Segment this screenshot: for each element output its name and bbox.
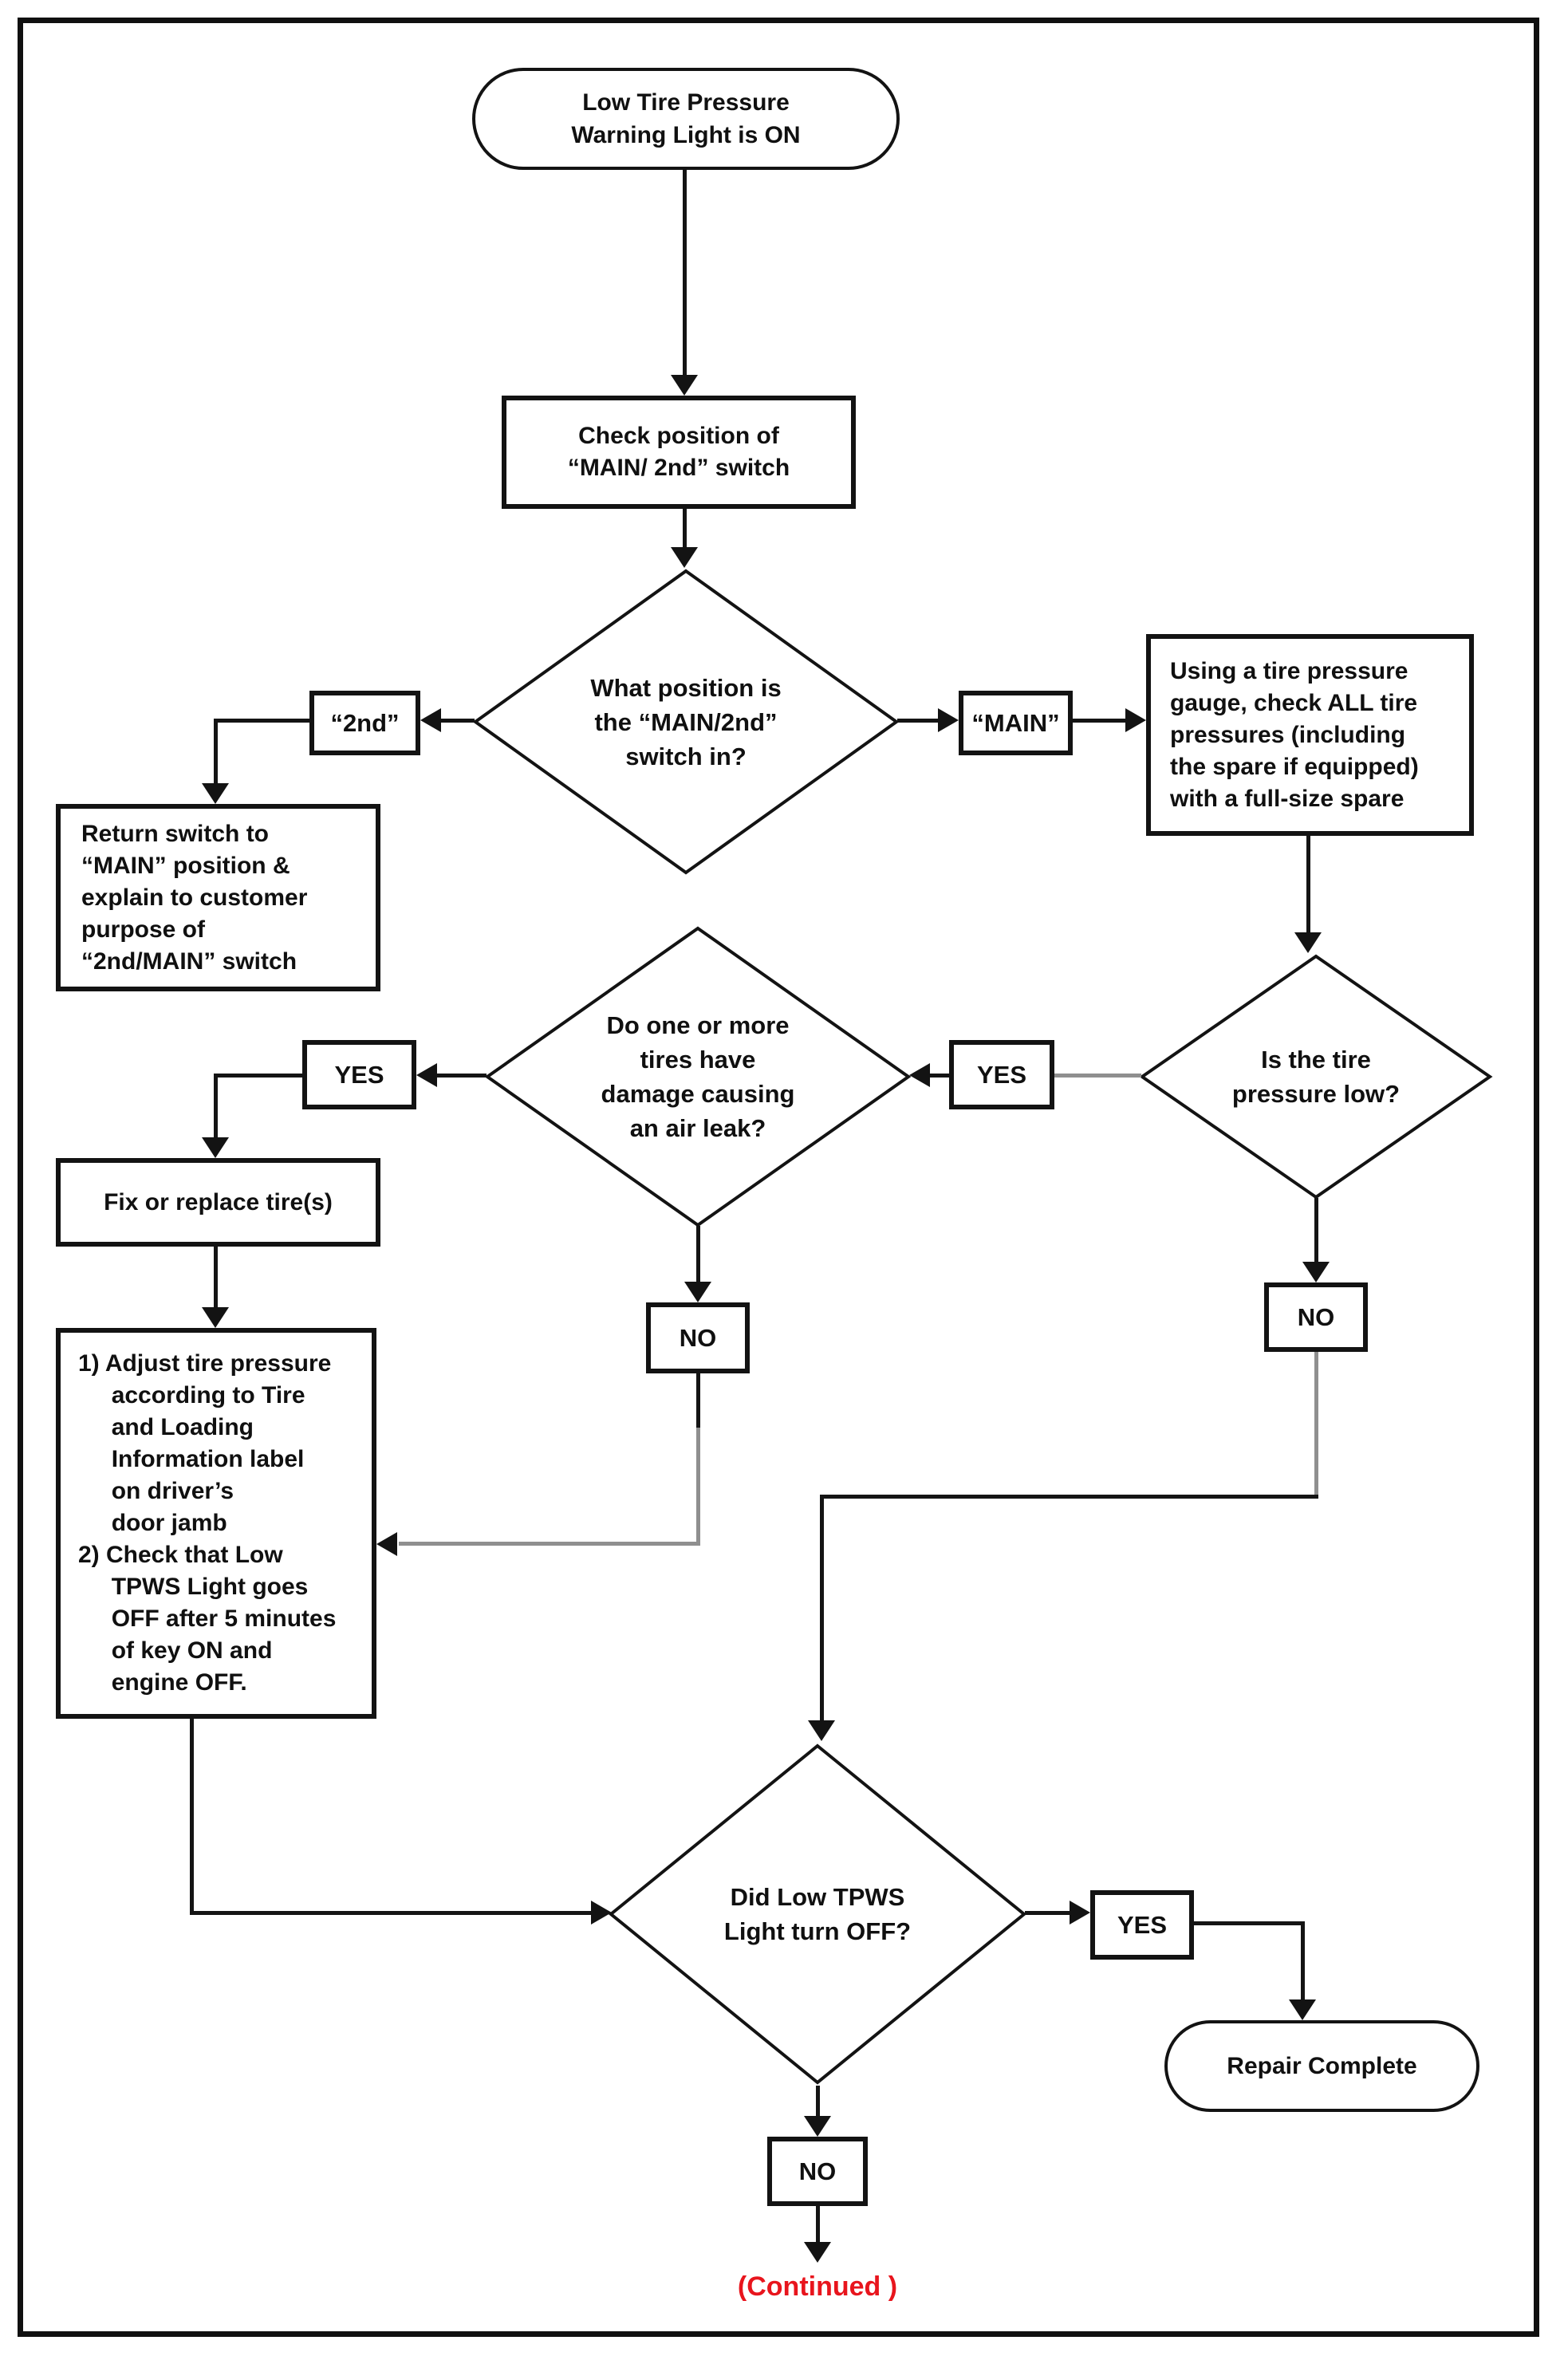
diamond-shape <box>608 1743 1027 2085</box>
connector-yes3-v <box>1301 1921 1305 2001</box>
arrowhead-no2-tpws <box>808 1720 835 1741</box>
node-gauge-check-box: Using a tire pressure gauge, check ALL t… <box>1146 634 1474 836</box>
connector-no2-v2 <box>820 1495 824 1722</box>
connector-check-diamond <box>683 509 687 550</box>
node-repair-complete-oval: Repair Complete <box>1164 2020 1479 2112</box>
arrowhead-check-diamond <box>671 547 698 568</box>
arrowhead-tpws-yes <box>1070 1901 1090 1925</box>
node-fix-tires-box: Fix or replace tire(s) <box>56 1158 380 1247</box>
arrowhead-yes2-damage <box>909 1063 930 1087</box>
node-yes-3-box: YES <box>1090 1890 1194 1960</box>
connector-damage-yes <box>437 1074 487 1078</box>
connector-yes2-damage <box>930 1074 949 1078</box>
connector-no1-h-gray <box>399 1542 700 1546</box>
continued-label: (Continued ) <box>737 2271 898 2302</box>
connector-pressure-yes <box>1054 1074 1141 1078</box>
node-no-3-box: NO <box>767 2137 868 2206</box>
connector-fix-adjust <box>214 1247 218 1309</box>
arrowhead-pressure-no <box>1302 1262 1330 1282</box>
arrowhead-gauge-pressure <box>1294 932 1322 953</box>
node-main-box: “MAIN” <box>959 691 1073 755</box>
node-no-1-box: NO <box>646 1302 750 1373</box>
connector-yes1-elbow-h <box>215 1074 302 1078</box>
connector-no1-v-gray <box>696 1428 700 1546</box>
connector-2nd-elbow-v <box>214 719 218 785</box>
connector-adjust-h <box>190 1911 591 1915</box>
arrowhead-yes3-repair <box>1289 1999 1316 2020</box>
arrowhead-damage-no <box>684 1282 711 1302</box>
connector-no1-v-black <box>696 1373 700 1428</box>
connector-yes3-h <box>1194 1921 1304 1925</box>
node-check-switch-box: Check position of “MAIN/ 2nd” switch <box>502 396 856 509</box>
arrowhead-adjust-tpws <box>591 1901 612 1925</box>
arrowhead-no3-continued <box>804 2242 831 2263</box>
diamond-shape <box>472 569 900 875</box>
connector-diamond-2nd <box>441 719 475 723</box>
arrowhead-diamond-2nd <box>420 708 441 732</box>
node-yes-1-box: YES <box>302 1040 416 1109</box>
arrowhead-damage-yes <box>416 1063 437 1087</box>
connector-damage-no <box>696 1226 700 1283</box>
arrowhead-main-gauge <box>1125 708 1146 732</box>
diamond-shape <box>1139 954 1493 1200</box>
diamond-shape <box>484 926 912 1227</box>
node-pressure-low-diamond: Is the tire pressure low? <box>1139 953 1493 1200</box>
connector-tpws-no <box>816 2086 820 2118</box>
arrowhead-tpws-no <box>804 2116 831 2137</box>
arrowhead-yes1-fix <box>202 1137 229 1158</box>
connector-2nd-elbow-h <box>215 719 309 723</box>
node-adjust-steps-box: 1) Adjust tire pressure according to Tir… <box>56 1328 376 1719</box>
arrowhead-no1-adjust <box>376 1532 397 1556</box>
node-return-switch-box: Return switch to “MAIN” position & expla… <box>56 804 380 991</box>
arrowhead-2nd-return <box>202 783 229 804</box>
switch-position-label: What position is the “MAIN/2nd” switch i… <box>590 673 782 770</box>
node-damage-diamond: Do one or more tires have damage causing… <box>484 925 912 1228</box>
connector-tpws-yes <box>1025 1911 1070 1915</box>
connector-pressure-no <box>1314 1198 1318 1263</box>
arrowhead-fix-adjust <box>202 1307 229 1328</box>
page-border <box>18 18 1539 2337</box>
connector-no2-h <box>820 1495 1318 1499</box>
connector-yes1-elbow-v <box>214 1074 218 1139</box>
node-start-oval: Low Tire Pressure Warning Light is ON <box>472 68 900 170</box>
connector-start-check <box>683 170 687 376</box>
connector-main-gauge <box>1073 719 1125 723</box>
node-yes-2-box: YES <box>949 1040 1054 1109</box>
tpws-off-label: Did Low TPWS Light turn OFF? <box>723 1883 912 1945</box>
connector-no3-v <box>816 2206 820 2244</box>
connector-diamond-main <box>897 719 938 723</box>
damage-label: Do one or more tires have damage causing… <box>601 1011 795 1142</box>
node-switch-position-diamond: What position is the “MAIN/2nd” switch i… <box>472 568 900 876</box>
connector-no2-v-gray <box>1314 1352 1318 1498</box>
connector-adjust-v <box>190 1719 194 1915</box>
connector-gauge-pressure <box>1306 836 1310 934</box>
node-tpws-off-diamond: Did Low TPWS Light turn OFF? <box>608 1743 1027 2086</box>
arrowhead-diamond-main <box>938 708 959 732</box>
node-no-2-box: NO <box>1264 1282 1368 1352</box>
node-2nd-box: “2nd” <box>309 691 420 755</box>
pressure-low-label: Is the tire pressure low? <box>1231 1046 1401 1108</box>
arrowhead-start-check <box>671 375 698 396</box>
